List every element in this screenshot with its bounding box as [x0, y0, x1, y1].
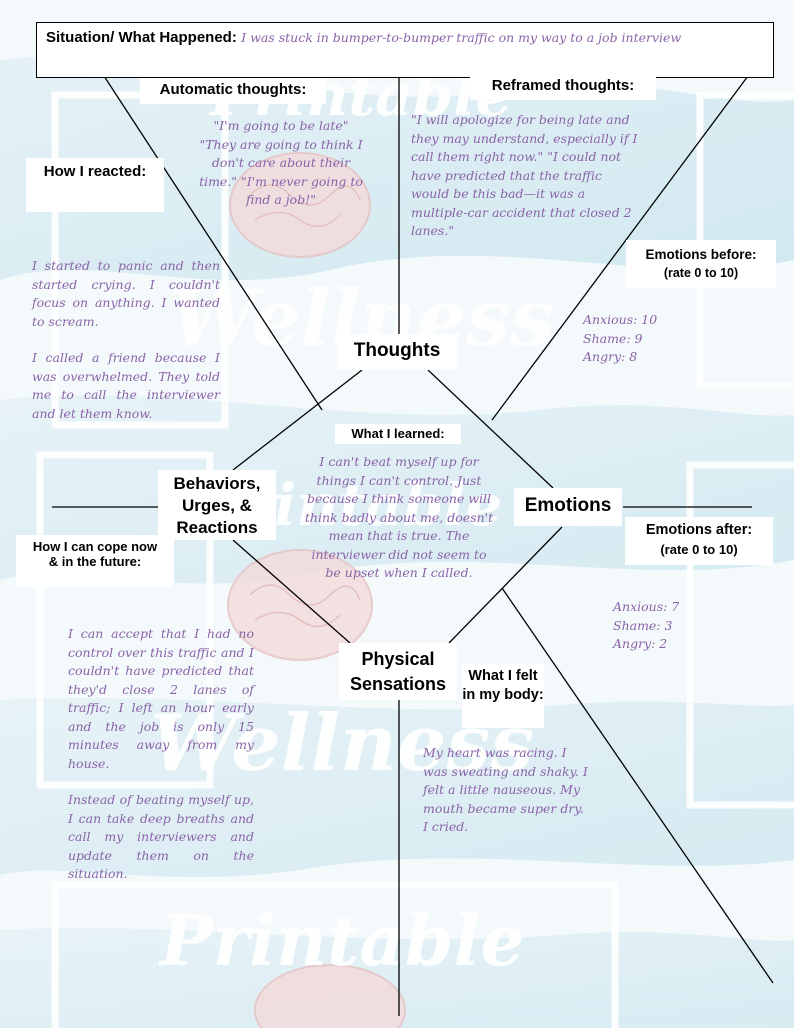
what-i-felt-label: What I felt in my body:: [462, 664, 544, 728]
how-i-reacted-paragraph-1: I started to panic and then started cryi…: [32, 258, 220, 329]
situation-label: Situation/ What Happened:: [46, 29, 237, 46]
situation-box: Situation/ What Happened: I was stuck in…: [36, 22, 774, 78]
what-i-felt-text: My heart was racing. I was sweating and …: [423, 745, 588, 834]
what-i-learned-label: What I learned:: [335, 424, 461, 444]
reframed-thoughts-label: Reframed thoughts:: [470, 74, 656, 100]
emotion-after-item: Shame: 3: [613, 617, 673, 633]
how-i-reacted-label: How I reacted:: [26, 158, 164, 212]
emotions-after-label: Emotions after: (rate 0 to 10): [625, 517, 773, 565]
situation-text: I was stuck in bumper-to-bumper traffic …: [241, 30, 682, 45]
how-i-cope-paragraph-1: I can accept that I had no control over …: [68, 626, 254, 771]
how-i-reacted-paragraph-2: I called a friend because I was overwhel…: [32, 350, 220, 421]
automatic-thoughts-text: "I'm going to be late" "They are going t…: [199, 118, 363, 207]
reframed-thoughts-text: "I will apologize for being late and the…: [411, 112, 638, 238]
emotions-before-ratings: Anxious: 10 Shame: 9 Angry: 8: [583, 311, 703, 367]
emotions-after-ratings: Anxious: 7 Shame: 3 Angry: 2: [613, 598, 733, 654]
automatic-thoughts-label: Automatic thoughts:: [140, 78, 326, 104]
how-i-reacted-text: I started to panic and then started cryi…: [32, 257, 220, 423]
svg-text:Printable: Printable: [158, 899, 525, 982]
behaviors-node: Behaviors, Urges, & Reactions: [158, 470, 276, 540]
emotion-before-item: Anxious: 10: [583, 312, 658, 327]
emotions-before-label: Emotions before: (rate 0 to 10): [626, 240, 776, 288]
physical-sensations-node: Physical Sensations: [339, 643, 457, 700]
what-i-learned-text: I can't beat myself up for things I can'…: [304, 454, 494, 580]
emotion-after-item: Anxious: 7: [613, 599, 680, 614]
emotions-node: Emotions: [514, 488, 622, 526]
how-i-cope-text: I can accept that I had no control over …: [68, 625, 254, 884]
thoughts-node: Thoughts: [337, 334, 457, 370]
emotion-after-item: Angry: 2: [613, 636, 668, 651]
how-i-cope-paragraph-2: Instead of beating myself up, I can take…: [68, 792, 254, 881]
emotion-before-item: Shame: 9: [583, 330, 643, 346]
how-i-cope-label: How I can cope now & in the future:: [16, 535, 174, 587]
emotion-before-item: Angry: 8: [583, 349, 638, 364]
